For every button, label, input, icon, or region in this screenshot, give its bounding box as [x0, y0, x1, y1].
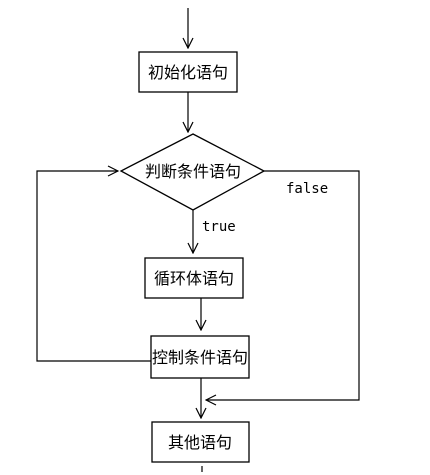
false-label: false	[286, 181, 328, 197]
other-box	[151, 421, 250, 463]
loop-back-arrow	[36, 171, 151, 362]
init-node: 初始化语句	[138, 51, 238, 93]
control-label: 控制条件语句	[152, 348, 248, 367]
control-box	[150, 335, 250, 379]
body-node: 循环体语句	[144, 257, 244, 299]
condition-label: 判断条件语句	[145, 162, 241, 181]
init-label: 初始化语句	[148, 63, 228, 82]
body-label: 循环体语句	[154, 269, 234, 288]
control-node: 控制条件语句	[150, 335, 250, 379]
body-box	[144, 257, 244, 299]
other-label: 其他语句	[168, 433, 232, 452]
condition-node: 判断条件语句	[119, 133, 266, 211]
false-arrow	[206, 170, 360, 400]
true-label: true	[202, 219, 236, 235]
other-node: 其他语句	[151, 421, 250, 463]
